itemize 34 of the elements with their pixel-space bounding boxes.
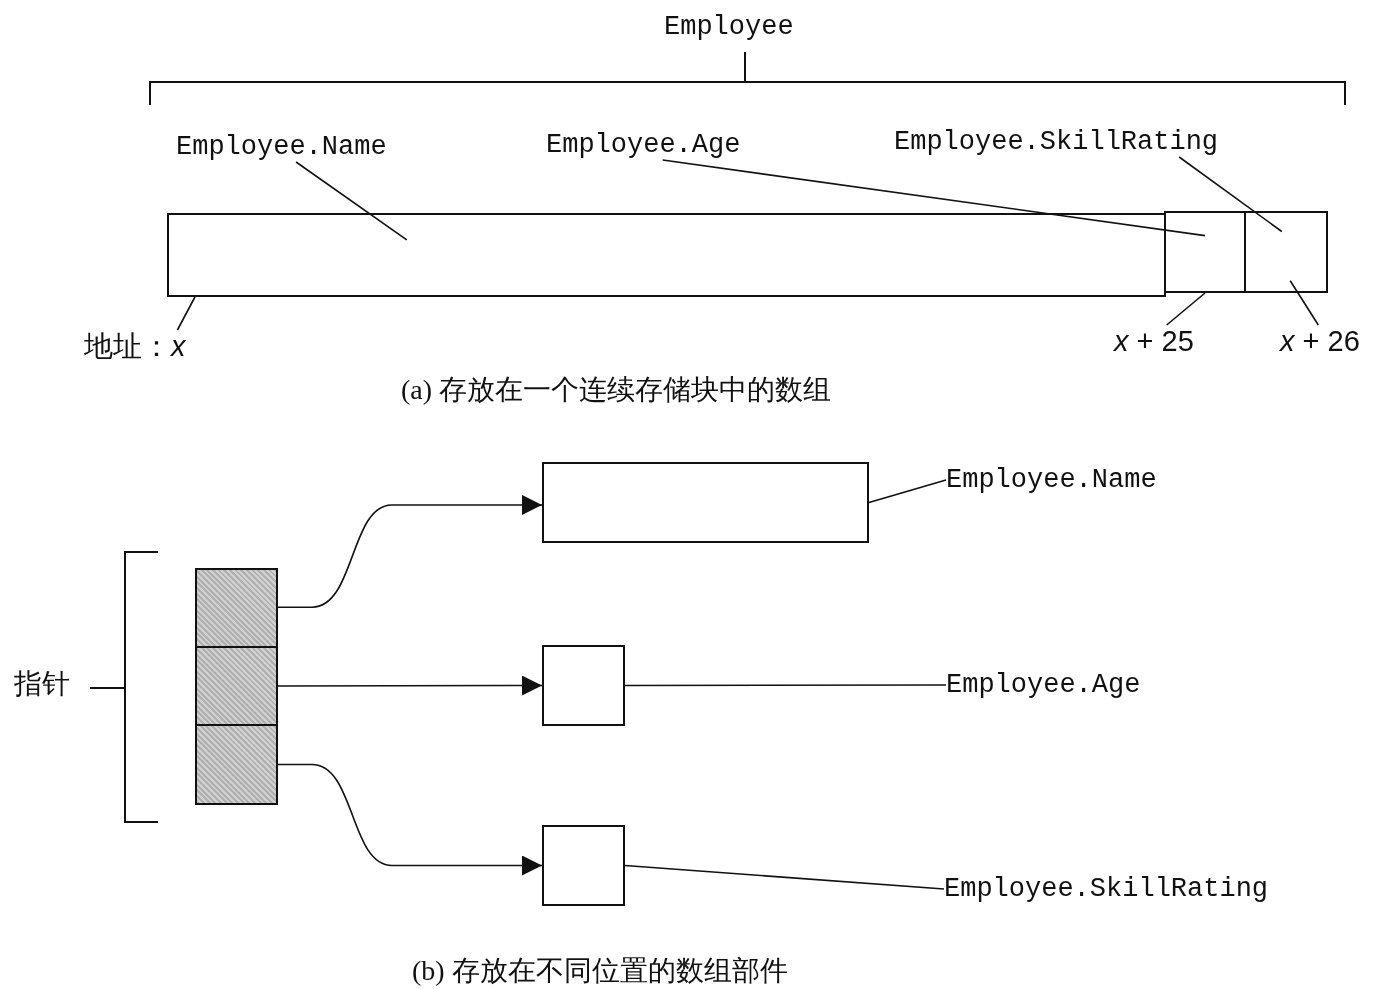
pointer-cell <box>195 724 278 805</box>
field-label: Employee.Age <box>546 130 741 160</box>
bracket-label: 指针 <box>14 668 70 700</box>
address-label: x + 26 <box>1280 325 1360 357</box>
leader-line <box>1165 292 1206 326</box>
memory-block <box>542 825 625 906</box>
memory-bar-segment <box>167 213 1166 297</box>
bracket-label: Employee <box>664 12 794 42</box>
memory-block <box>542 462 869 543</box>
caption: (b) 存放在不同位置的数组部件 <box>412 955 788 987</box>
address-label: x + 25 <box>1114 325 1194 357</box>
leader-line <box>1178 156 1283 233</box>
leader-line <box>176 296 196 331</box>
pointer-cell <box>195 568 278 648</box>
arrow <box>277 675 543 696</box>
leader-line <box>295 161 408 241</box>
field-label: Employee.SkillRating <box>944 874 1269 904</box>
field-label: Employee.Name <box>176 132 387 162</box>
leader-line <box>1289 279 1320 326</box>
leader-line <box>624 864 945 890</box>
caption: (a) 存放在一个连续存储块中的数组 <box>401 374 832 406</box>
memory-block <box>542 645 625 726</box>
leader-line <box>624 684 947 687</box>
field-label: Employee.Age <box>946 670 1141 700</box>
leader-line <box>661 159 1206 237</box>
arrow <box>277 763 543 876</box>
memory-cell <box>1164 211 1246 293</box>
leader-line <box>868 479 947 504</box>
field-label: Employee.Name <box>946 465 1157 495</box>
arrow <box>277 494 543 608</box>
memory-cell <box>1244 211 1328 293</box>
field-label: Employee.SkillRating <box>894 127 1219 157</box>
address-label: 地址：x <box>84 330 186 362</box>
pointer-cell <box>195 646 278 726</box>
